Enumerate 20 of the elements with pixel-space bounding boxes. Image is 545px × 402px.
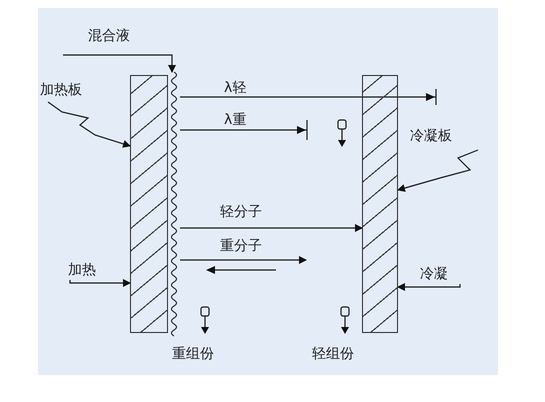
component-label: 重组份 — [172, 346, 214, 362]
leader-line — [48, 102, 131, 148]
plate-label: 冷凝 — [420, 266, 464, 284]
arrow — [63, 54, 176, 73]
plate-label: 加热板 — [40, 82, 110, 102]
edge-label: 轻分子 — [220, 204, 262, 220]
component-label: 轻组份 — [312, 346, 354, 362]
arrow — [180, 256, 307, 264]
arrow — [69, 279, 131, 287]
plate-label: 冷凝板 — [408, 128, 480, 150]
hatched-plate — [130, 75, 168, 333]
symbol-label: λ轻 — [224, 80, 246, 96]
hatched-plate — [362, 75, 398, 333]
edge-label: 重分子 — [220, 238, 262, 254]
arrow — [397, 283, 461, 291]
symbol-label: λ重 — [224, 112, 246, 128]
arrow — [180, 224, 363, 232]
plate-label: 混合液 — [63, 28, 173, 55]
leader-line — [397, 149, 478, 192]
plate-label: 加热 — [66, 262, 110, 280]
